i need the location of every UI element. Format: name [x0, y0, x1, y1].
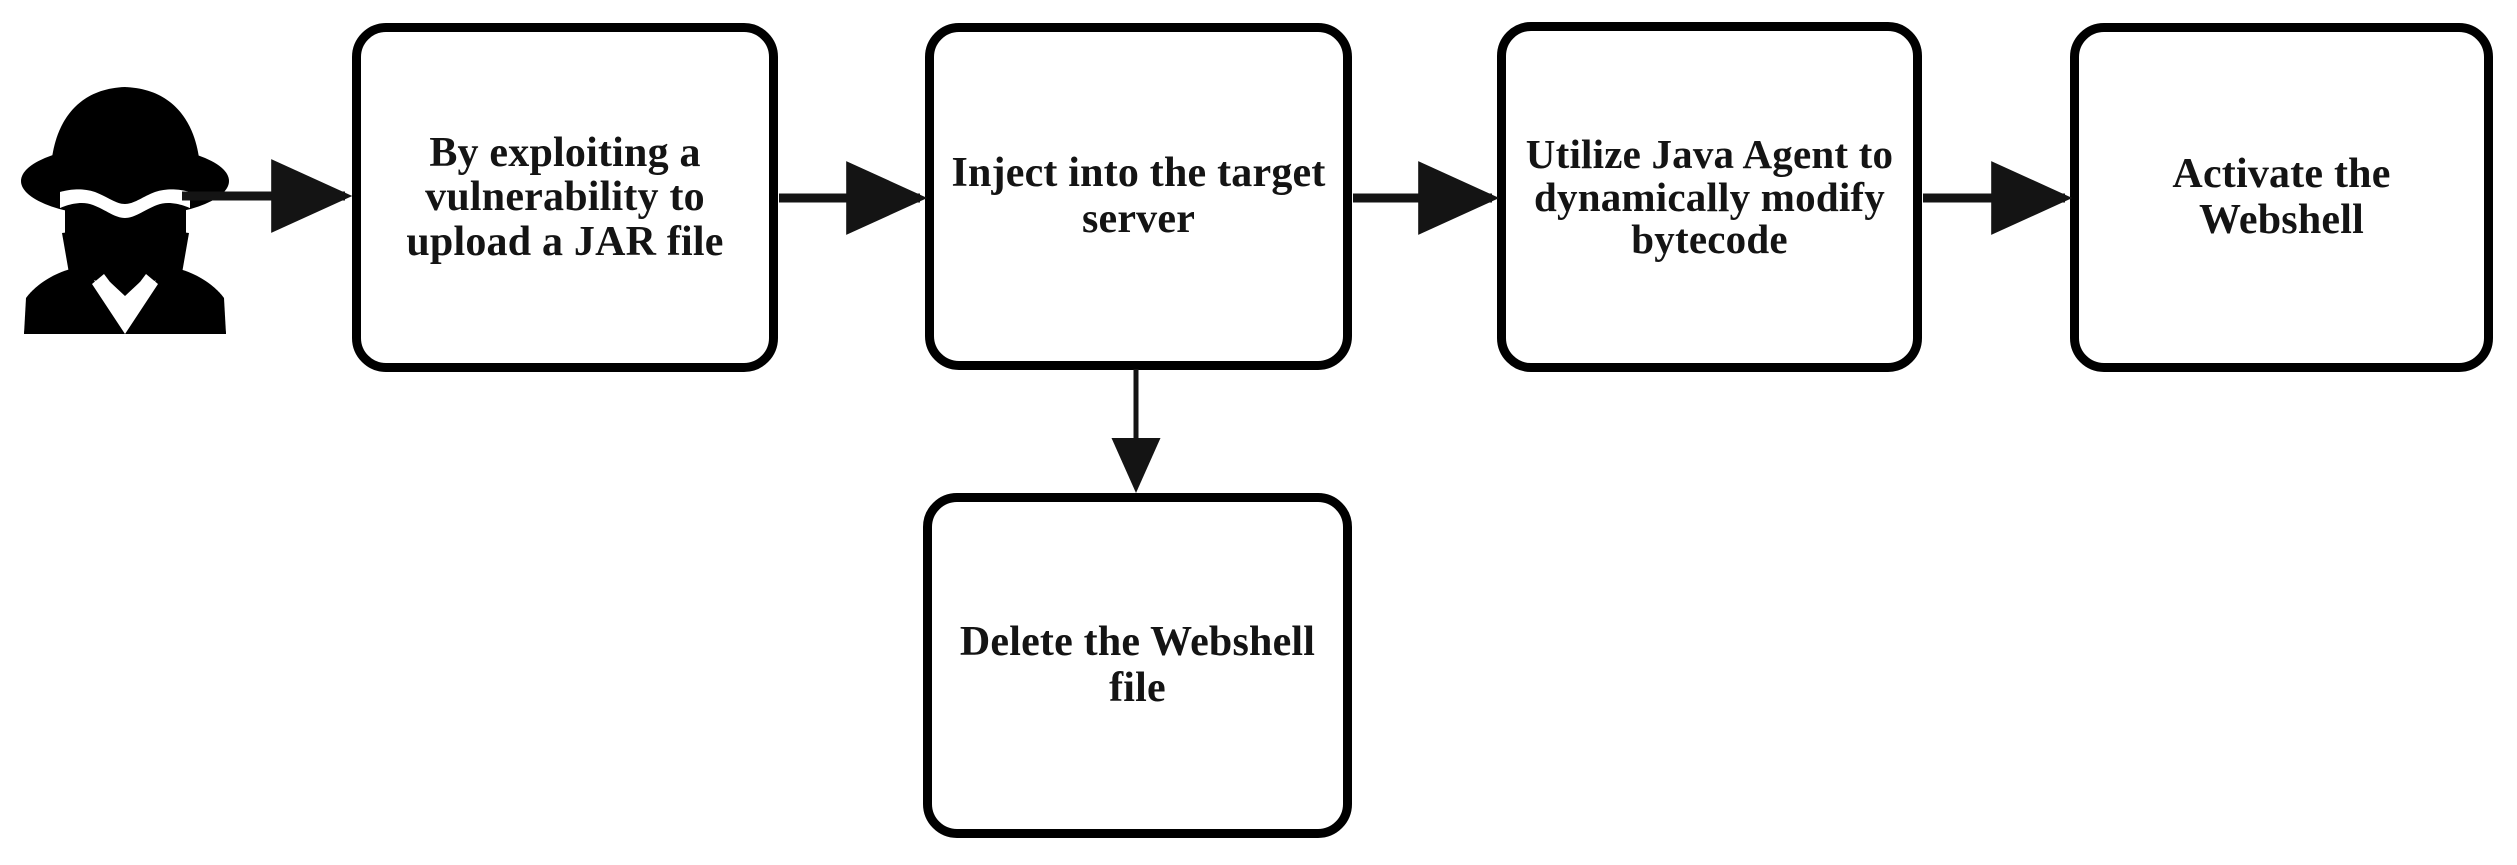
node-exploit[interactable]: By exploiting a vulnerability to upload …: [352, 23, 778, 372]
node-agent[interactable]: Utilize Java Agent to dynamically modify…: [1497, 22, 1922, 372]
node-agent-label: Utilize Java Agent to dynamically modify…: [1525, 131, 1894, 263]
hacker-icon: [18, 34, 233, 334]
node-activate[interactable]: Activate the Webshell: [2070, 23, 2493, 372]
node-inject-label: Inject into the target server: [951, 150, 1326, 242]
node-delete-label: Delete the Webshell file: [959, 619, 1316, 711]
node-activate-label: Activate the Webshell: [2172, 151, 2391, 243]
node-inject[interactable]: Inject into the target server: [925, 23, 1352, 370]
node-delete[interactable]: Delete the Webshell file: [923, 493, 1352, 838]
node-exploit-label: By exploiting a vulnerability to upload …: [406, 129, 724, 265]
